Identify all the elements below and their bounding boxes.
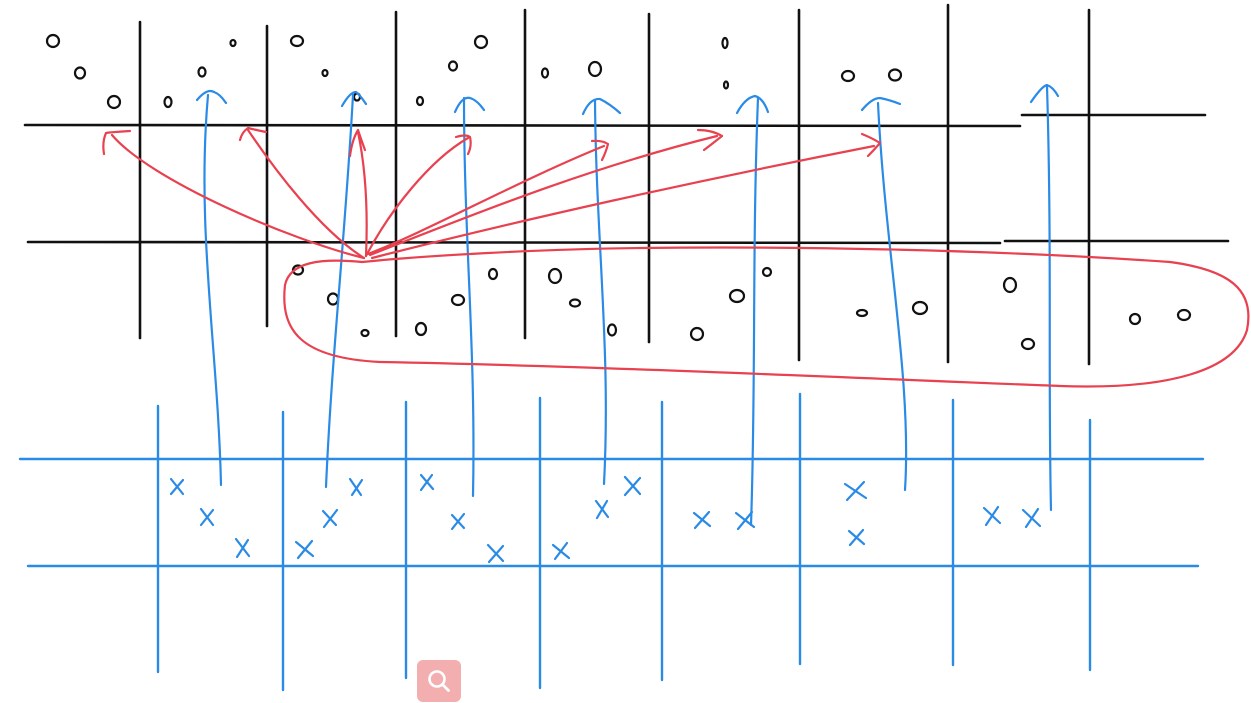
grid-line: [26, 240, 1002, 245]
o-mark: [728, 288, 746, 304]
o-mark: [326, 292, 340, 306]
o-mark: [761, 266, 773, 278]
o-mark: [473, 34, 489, 50]
o-mark: [547, 267, 563, 285]
blue-arrow: [581, 97, 622, 486]
o-mark: [911, 300, 929, 316]
x-mark: [450, 512, 466, 531]
red-arrow: [370, 132, 882, 260]
o-mark: [73, 66, 87, 80]
x-mark: [294, 539, 315, 560]
red-arrow: [348, 128, 368, 258]
o-mark: [721, 36, 729, 50]
o-mark: [1128, 312, 1142, 326]
magnifier-icon: [428, 670, 450, 692]
x-mark: [1021, 507, 1042, 529]
red-arrow: [366, 139, 610, 256]
o-mark: [840, 69, 856, 83]
o-mark: [1020, 337, 1036, 351]
o-mark: [606, 323, 618, 337]
top-grid: [23, 3, 1230, 366]
o-mark: [289, 34, 305, 48]
o-mark: [450, 293, 466, 307]
blue-arrow: [735, 94, 770, 527]
o-mark: [722, 80, 730, 90]
x-mark: [623, 475, 642, 497]
o-mark: [887, 68, 903, 82]
red-arrow: [238, 126, 366, 260]
x-mark: [551, 541, 571, 561]
blue-arrow: [324, 90, 368, 489]
x-mark: [348, 477, 364, 497]
red-arrow: [364, 134, 472, 258]
x-mark: [321, 508, 339, 529]
x-mark: [486, 543, 505, 564]
grid-line: [18, 457, 1205, 461]
x-mark: [234, 537, 251, 559]
o-mark: [229, 38, 237, 48]
o-mark: [1002, 276, 1018, 294]
o-mark: [568, 298, 582, 308]
o-mark: [106, 94, 122, 110]
o-mark: [587, 60, 603, 78]
o-mark: [415, 95, 425, 107]
o-mark: [855, 308, 869, 318]
o-mark: [45, 33, 61, 49]
red-arrow: [368, 128, 724, 257]
grid-line: [23, 123, 1022, 128]
o-marks: [45, 33, 1192, 351]
blue-arrow: [1029, 83, 1060, 512]
x-mark: [169, 477, 185, 496]
o-mark: [487, 267, 499, 281]
x-mark: [199, 507, 215, 527]
o-mark: [321, 68, 329, 78]
o-mark: [689, 326, 705, 342]
red-annotations: [102, 126, 1250, 388]
x-mark: [982, 505, 1002, 527]
o-mark: [447, 60, 459, 72]
bottom-grid: [18, 392, 1205, 692]
o-mark: [197, 66, 207, 78]
o-mark: [360, 328, 370, 338]
o-mark: [1176, 308, 1192, 322]
red-arrow: [102, 129, 366, 260]
zoom-button[interactable]: [417, 660, 461, 702]
x-marks: [169, 473, 1042, 564]
x-mark: [843, 480, 868, 502]
o-mark: [163, 95, 173, 109]
blue-arrow: [195, 89, 228, 487]
x-mark: [419, 473, 435, 492]
o-mark: [540, 67, 550, 79]
x-mark: [847, 528, 866, 547]
red-enclosure: [283, 246, 1250, 388]
blue-arrow: [860, 96, 908, 492]
x-mark: [594, 499, 610, 520]
x-mark: [692, 510, 712, 530]
grid-line: [26, 564, 1200, 568]
blue-arrow: [453, 96, 486, 498]
o-mark: [414, 321, 428, 337]
blue-arrows: [195, 83, 1060, 527]
